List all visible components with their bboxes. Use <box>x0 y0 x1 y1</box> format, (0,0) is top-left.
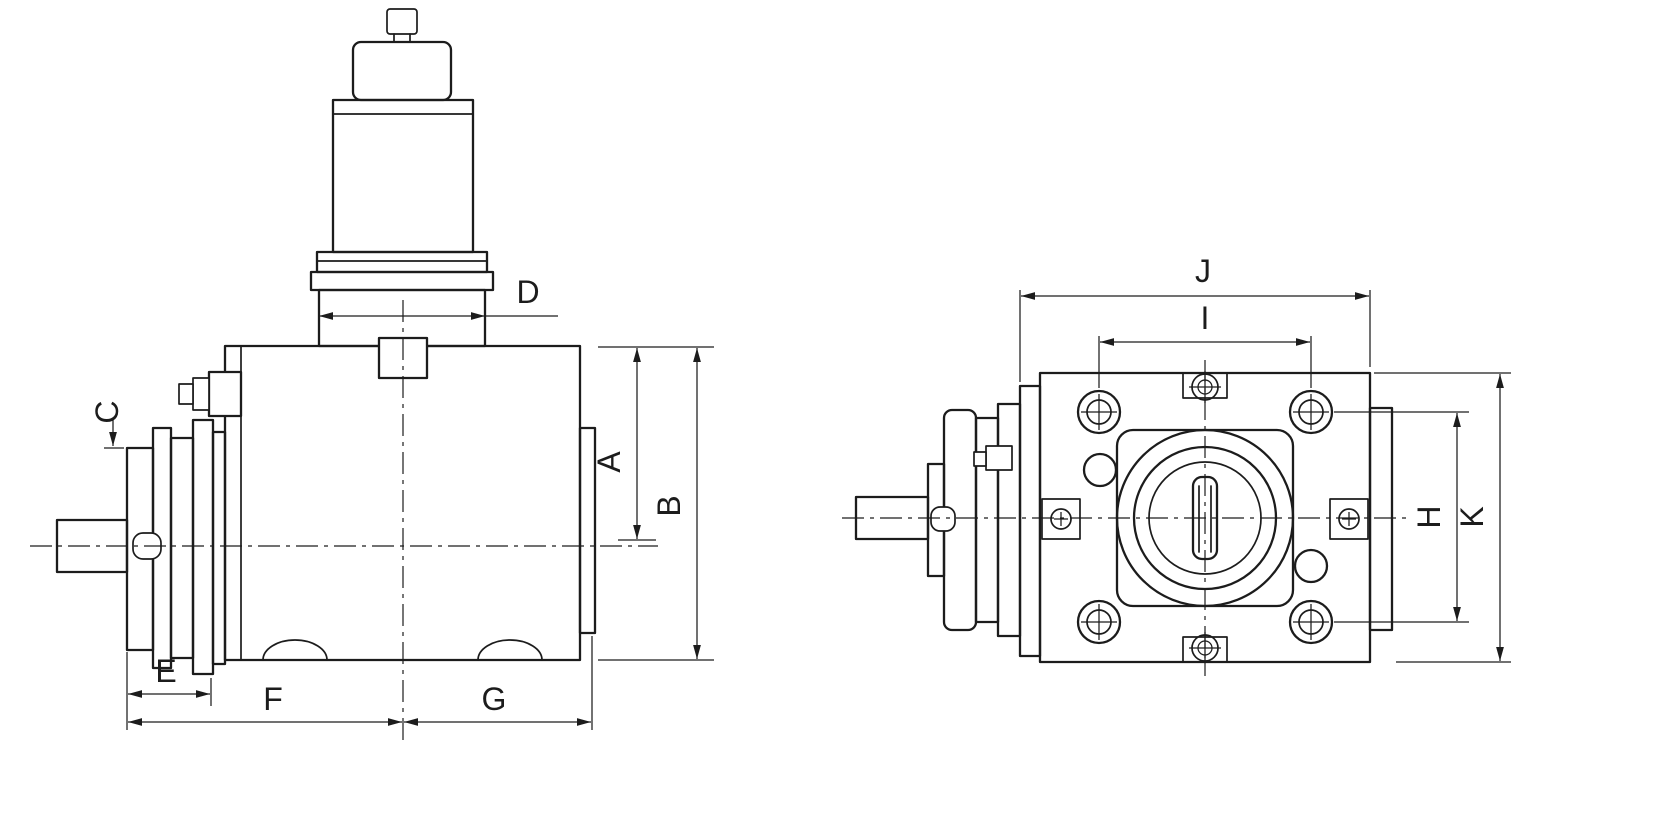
flange-disc-4 <box>191 418 215 676</box>
grease-fitting-tip <box>973 451 987 467</box>
clamp-screw-cross <box>1054 512 1068 526</box>
front-view <box>842 360 1412 676</box>
dimension-h: H <box>1334 411 1469 623</box>
bolt-cross <box>1293 604 1329 640</box>
taper-shank-assembly <box>309 8 495 348</box>
front-view-spindle-stack <box>854 384 1042 658</box>
dimension-j: J <box>1019 253 1371 382</box>
clamp-screw <box>1050 508 1072 530</box>
dim-label-k: K <box>1454 506 1490 527</box>
front-view-centerlines <box>842 360 1412 676</box>
grease-fitting-base <box>207 370 243 418</box>
flange-ring-upper <box>315 250 489 274</box>
dim-label-d: D <box>516 274 539 310</box>
clamp-block-left <box>1041 498 1081 540</box>
bolt-hole <box>1288 389 1334 435</box>
clamp-block <box>1329 498 1369 540</box>
grease-fitting-body <box>192 377 210 411</box>
side-plate <box>1368 406 1394 632</box>
bolt-cross <box>1293 394 1329 430</box>
corner-bolt-bottom-left <box>1076 599 1122 645</box>
dowel-hole-lower <box>1293 548 1329 584</box>
pull-stud <box>386 8 418 35</box>
dim-label-h: H <box>1411 505 1447 528</box>
mounting-slot-right <box>477 639 543 661</box>
dimension-g: G <box>404 636 593 730</box>
bolt-hole <box>1288 599 1334 645</box>
v-flange <box>309 270 495 292</box>
flange-step-1 <box>1018 384 1042 658</box>
mounting-slot-left <box>262 639 328 661</box>
corner-bolt-top-left <box>1076 389 1122 435</box>
bolt-hole <box>1076 599 1122 645</box>
dim-label-g: G <box>482 681 507 717</box>
grease-fitting <box>178 370 243 418</box>
dim-label-j: J <box>1195 253 1211 289</box>
corner-bolt-top-right <box>1288 389 1334 435</box>
dimension-d: D <box>319 274 558 320</box>
spindle-neck <box>211 430 227 666</box>
side-view <box>30 8 658 742</box>
dimension-i: I <box>1098 300 1312 388</box>
rear-cover-plate <box>578 426 597 635</box>
bolt-cross <box>1081 604 1117 640</box>
housing <box>223 344 597 662</box>
bolt-hole <box>1076 389 1122 435</box>
dimension-c: C <box>89 400 125 449</box>
dim-label-f: F <box>263 681 283 717</box>
dimension-e: E <box>126 652 212 730</box>
bolt-cross <box>1081 394 1117 430</box>
dim-label-e: E <box>155 653 176 689</box>
dowel-hole-upper <box>1082 452 1118 488</box>
clamp-block-right <box>1329 498 1369 540</box>
grease-fitting-base <box>985 445 1013 471</box>
corner-bolt-bottom-right <box>1288 599 1334 645</box>
dimensions: D A B C E F <box>89 253 1511 730</box>
flange-disc-3 <box>169 436 195 660</box>
grease-fitting-tip <box>178 383 194 405</box>
output-spindle <box>55 418 227 676</box>
shaft-keyway-slot <box>930 506 956 532</box>
taper-shank <box>331 98 475 254</box>
dim-label-c: C <box>89 400 125 423</box>
dim-label-i: I <box>1201 300 1210 336</box>
drive-key <box>1198 485 1212 553</box>
dimension-k: K <box>1374 372 1511 663</box>
side-view-centerlines <box>30 300 658 742</box>
dim-label-a: A <box>591 451 627 473</box>
pull-stud-neck <box>393 33 411 43</box>
dim-label-b: B <box>651 495 687 516</box>
dimension-f: F <box>128 681 402 726</box>
flange-step-2 <box>996 402 1022 638</box>
dimension-b: B <box>598 348 714 661</box>
clamp-screw <box>1338 508 1360 530</box>
clamping-knob <box>351 40 453 102</box>
dimension-a: A <box>591 346 714 541</box>
clamp-screw-cross <box>1342 512 1356 526</box>
